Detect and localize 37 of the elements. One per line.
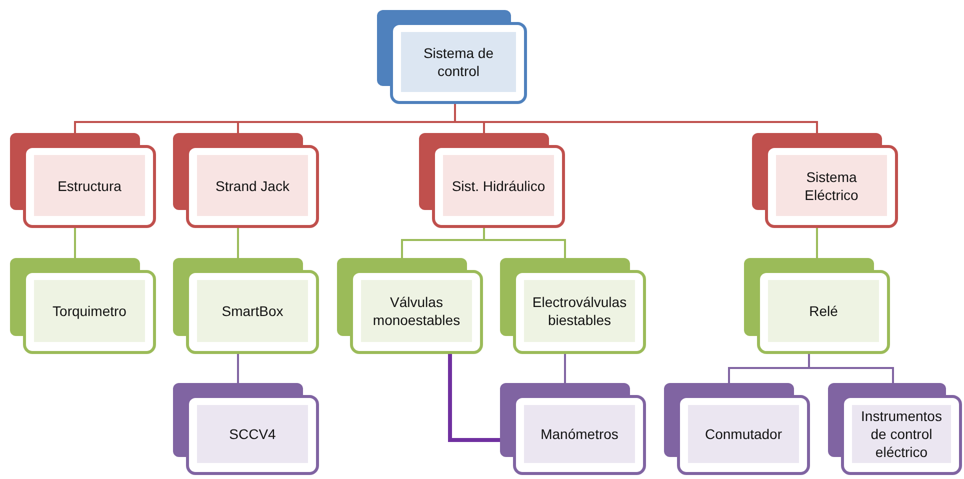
connector-line	[74, 228, 76, 258]
node-box	[337, 258, 483, 354]
node-label: Válvulas monoestables	[372, 293, 462, 329]
node-box	[173, 133, 319, 228]
node-label: Sist. Hidráulico	[452, 176, 546, 194]
node-box	[419, 133, 565, 228]
node-box	[752, 133, 898, 228]
connector-line	[448, 354, 500, 442]
node-label: Strand Jack	[216, 176, 290, 194]
node-box	[173, 258, 319, 354]
node-label: Sistema Eléctrico	[804, 168, 860, 204]
node-label: Instrumentos de control eléctrico	[860, 407, 943, 461]
node-box	[173, 383, 319, 475]
node-label: Estructura	[58, 176, 122, 194]
node-label: Torquimetro	[52, 302, 126, 320]
connector-line	[483, 228, 566, 258]
node-box	[10, 133, 156, 228]
node-label: Sistema de control	[422, 44, 495, 80]
node-box	[10, 258, 156, 354]
node-label: Conmutador	[704, 425, 782, 443]
connector-line	[808, 354, 894, 383]
node-box	[828, 383, 962, 475]
node-box	[500, 383, 646, 475]
connector-line	[816, 228, 818, 258]
connector-line	[454, 104, 818, 133]
node-box	[377, 10, 527, 104]
node-box	[744, 258, 890, 354]
node-label: Manómetros	[540, 425, 618, 443]
node-label: SmartBox	[222, 302, 284, 320]
connector-line	[237, 354, 239, 383]
node-box	[664, 383, 810, 475]
connector-line	[564, 354, 566, 383]
node-label: Relé	[809, 302, 838, 320]
node-box	[500, 258, 646, 354]
node-label: SCCV4	[229, 425, 276, 443]
node-label: Electroválvulas biestables	[531, 293, 628, 329]
connector-line	[237, 228, 239, 258]
